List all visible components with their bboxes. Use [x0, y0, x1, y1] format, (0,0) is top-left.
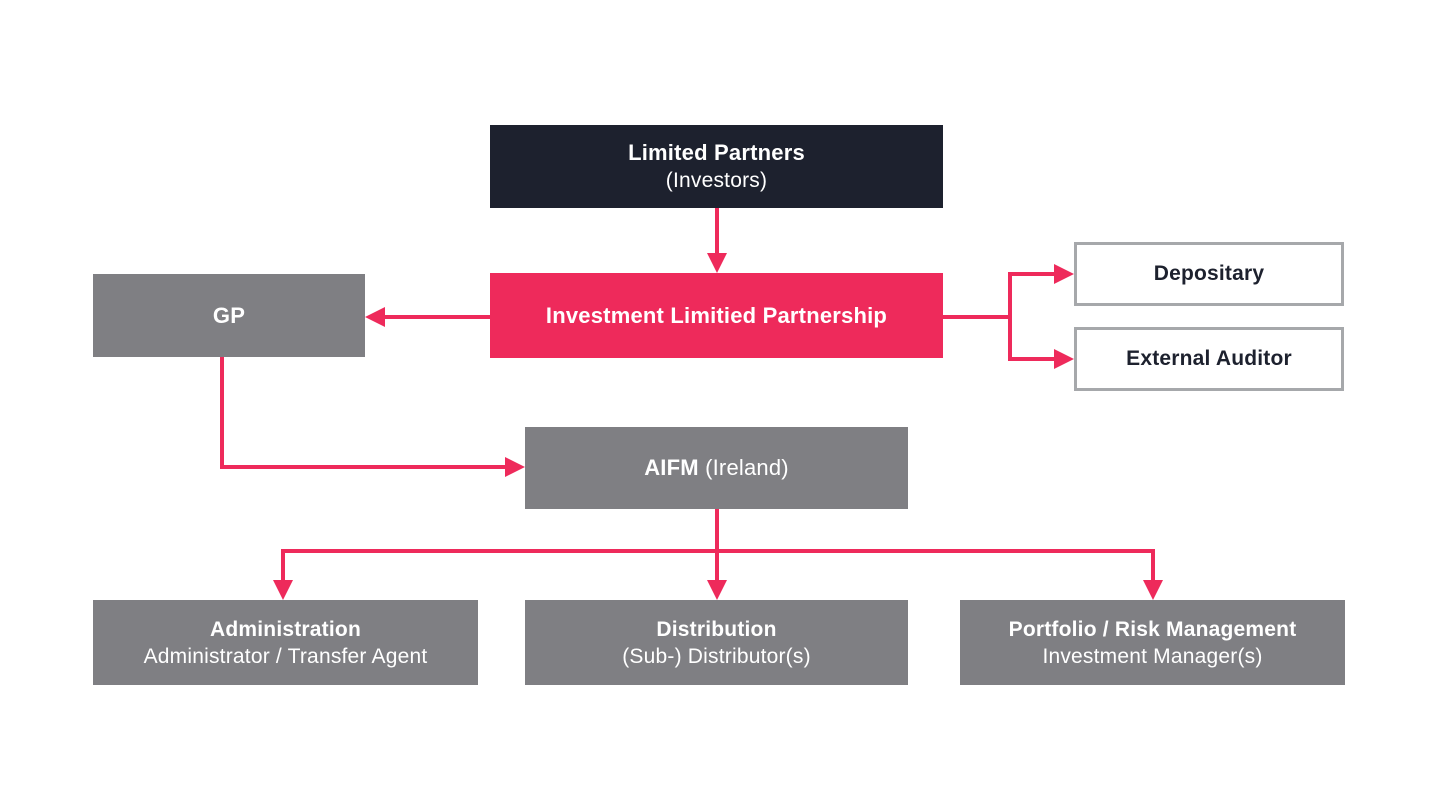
node-distribution: Distribution (Sub-) Distributor(s) [525, 600, 908, 685]
node-gp-title: GP [212, 302, 246, 328]
node-distribution-subtitle: (Sub-) Distributor(s) [622, 644, 811, 668]
node-ilp-title: Investment Limitied Partnership [545, 302, 888, 328]
node-external-auditor: External Auditor [1074, 327, 1344, 391]
connector-ilp-right-trunk [943, 272, 1012, 361]
node-aifm-title: AIFM (Ireland) [644, 454, 789, 482]
node-external-auditor-title: External Auditor [1126, 347, 1292, 370]
node-depositary-title: Depositary [1153, 262, 1265, 285]
node-limited-partners-subtitle: (Investors) [665, 169, 768, 192]
node-depositary: Depositary [1074, 242, 1344, 306]
node-portfolio-title: Portfolio / Risk Management [1008, 617, 1297, 641]
arrow-gp-to-aifm [220, 357, 525, 477]
node-limited-partners-title: Limited Partners [628, 140, 805, 165]
node-administration-title: Administration [210, 617, 361, 641]
node-portfolio-subtitle: Investment Manager(s) [1042, 644, 1263, 668]
node-distribution-title: Distribution [656, 617, 777, 641]
node-gp: GP [93, 274, 365, 357]
node-aifm-title-bold: AIFM [644, 455, 699, 480]
node-administration-subtitle: Administrator / Transfer Agent [143, 644, 428, 668]
node-administration: Administration Administrator / Transfer … [93, 600, 478, 685]
node-limited-partners: Limited Partners (Investors) [490, 125, 943, 208]
node-investment-limited-partnership: Investment Limitied Partnership [490, 273, 943, 358]
node-aifm-ireland: AIFM (Ireland) [525, 427, 908, 509]
node-aifm-title-regular: (Ireland) [698, 455, 789, 480]
node-portfolio-risk-management: Portfolio / Risk Management Investment M… [960, 600, 1345, 685]
